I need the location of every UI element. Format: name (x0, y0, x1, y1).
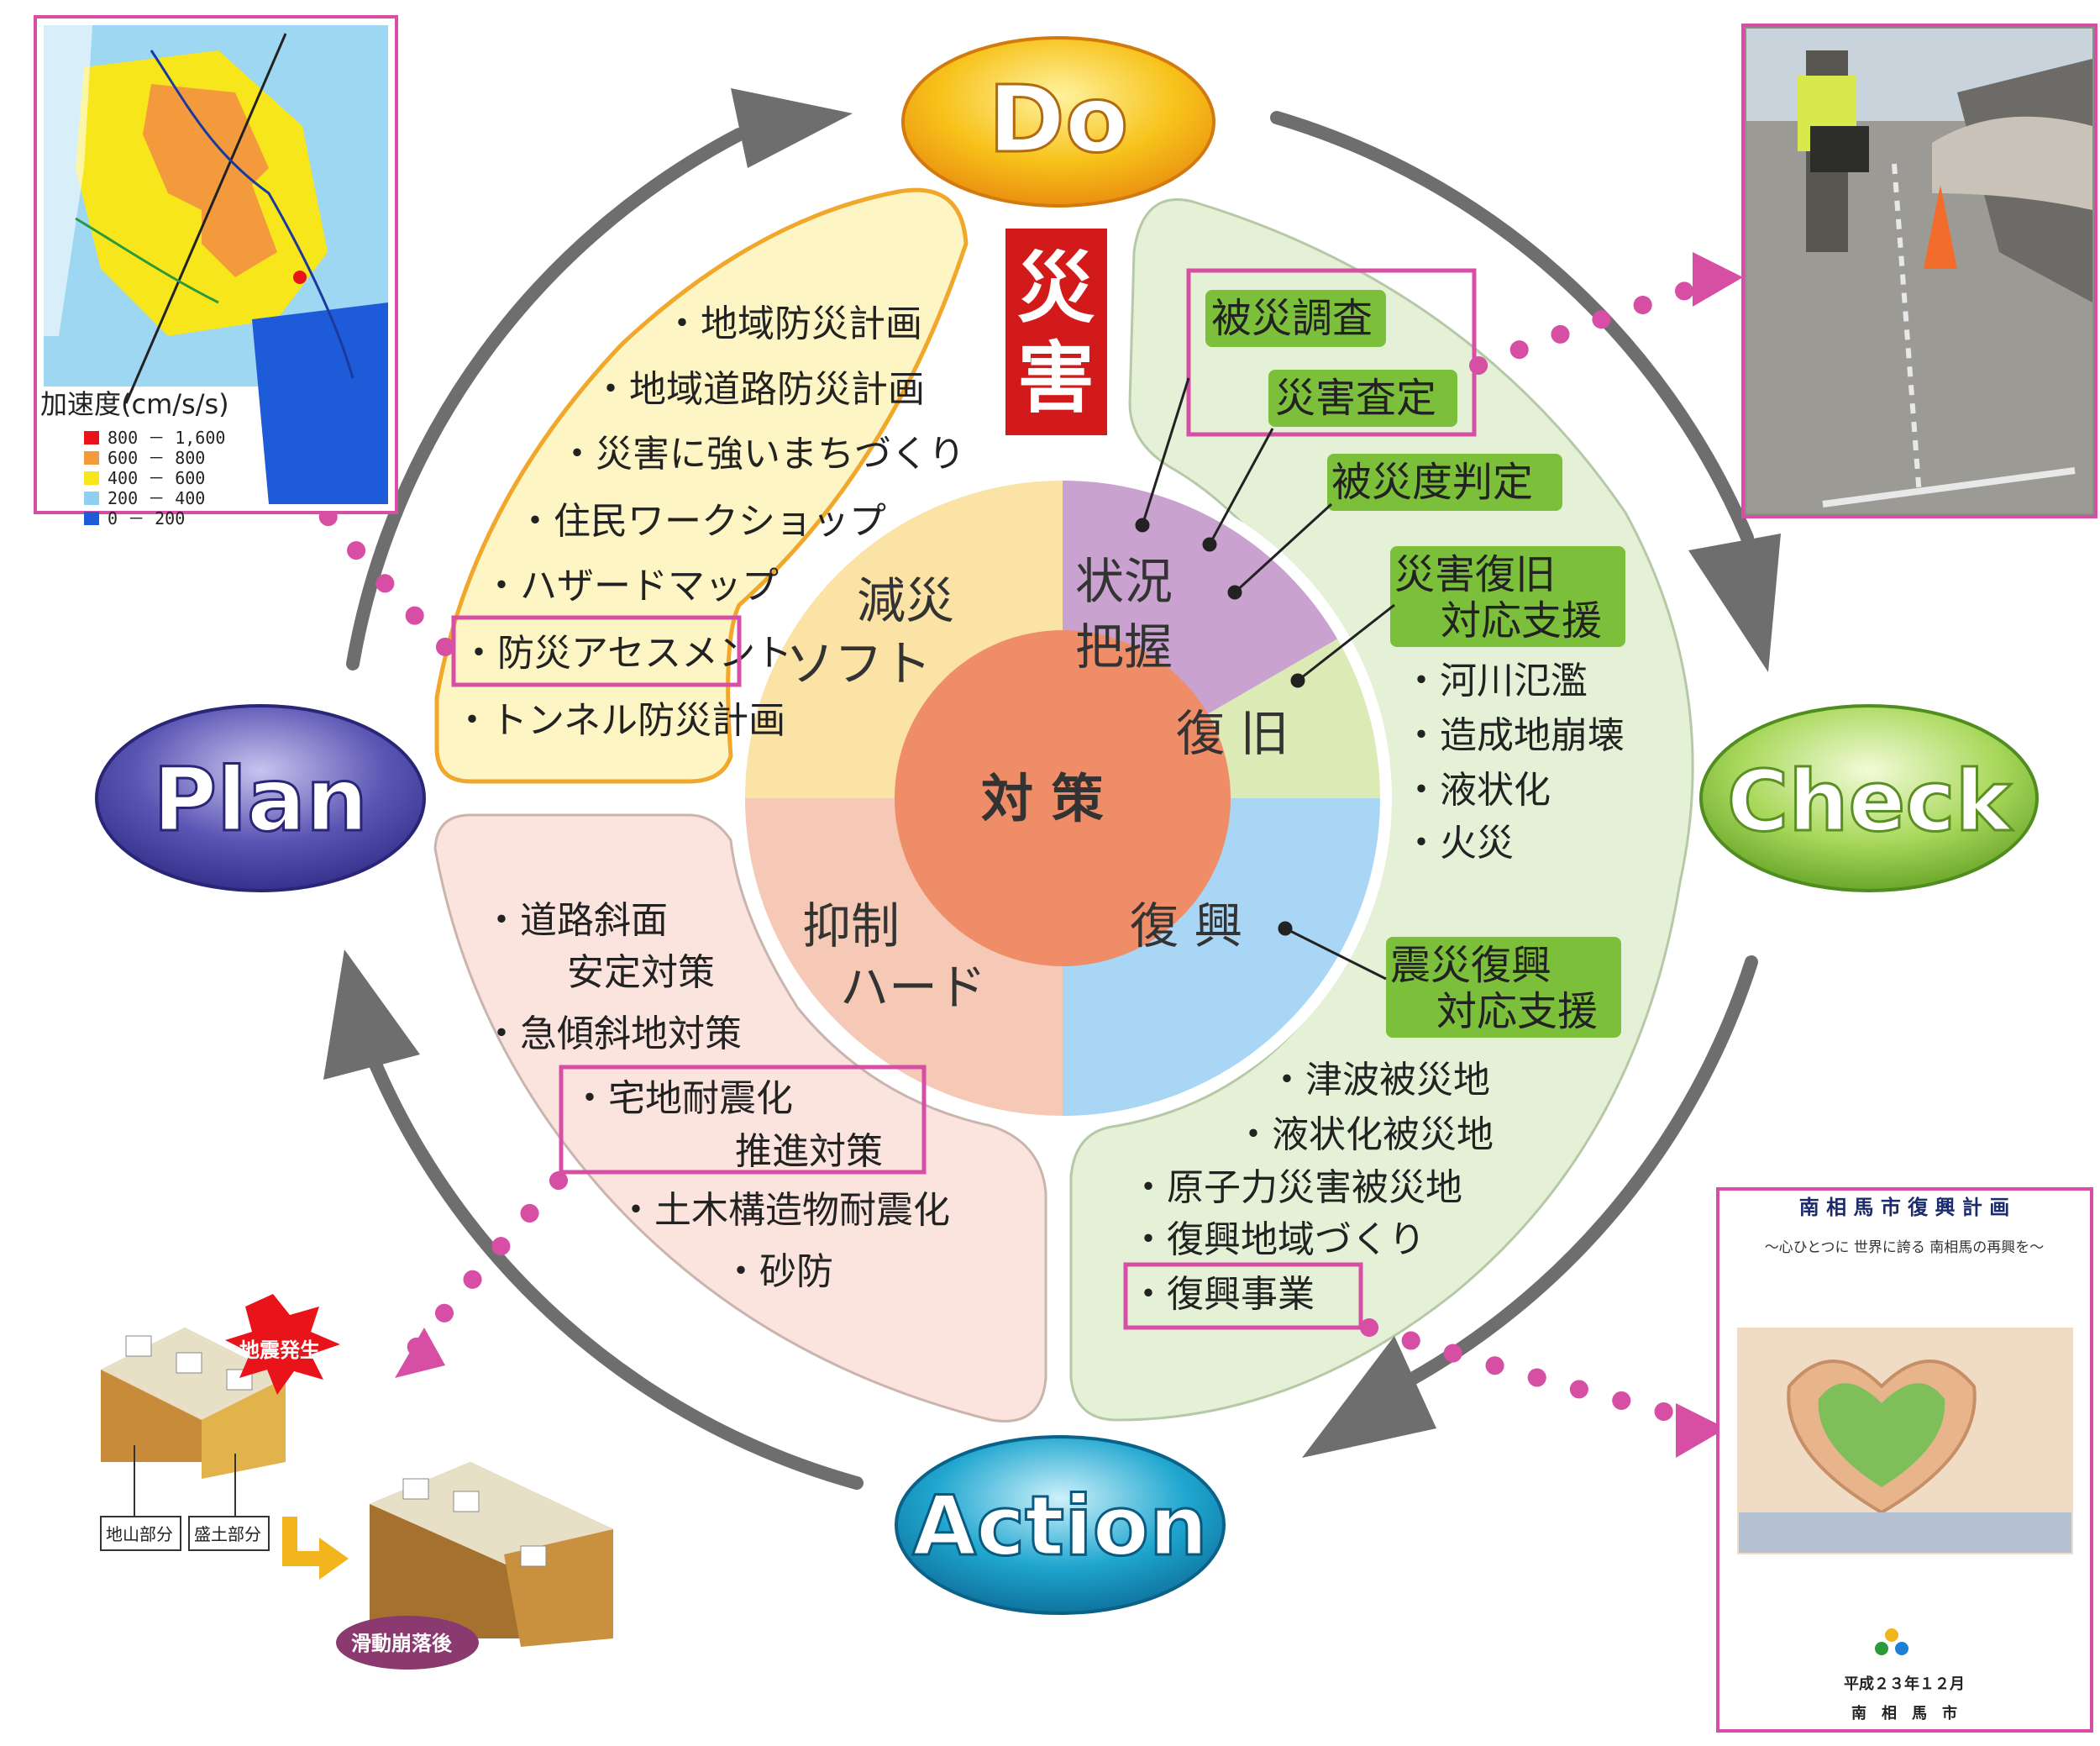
report-title: 南 相 馬 市 復 興 計 画 (1799, 1196, 2010, 1219)
city-logo (1885, 1628, 1898, 1642)
soft-label-2: ソフト (785, 635, 932, 692)
quake-burst (225, 1294, 340, 1395)
map-legend-title: 加速度(cm/s/s) (40, 388, 229, 420)
do-badge[interactable] (901, 36, 1215, 208)
tag-damage-judgement: 被災度判定 (1331, 459, 1533, 506)
quake-label: 地震発生 (239, 1338, 320, 1362)
report-author: 南 相 馬 市 (1851, 1704, 1957, 1722)
map-legend: 800 － 1,600 600 － 800 400 － 600 200 － 40… (84, 428, 225, 529)
check-label: Check (1727, 752, 2013, 850)
hard-item: 安定対策 (567, 951, 715, 994)
hard-item: ・急傾斜地対策 (483, 1012, 742, 1055)
tag-restore-support-1: 災害復旧 (1394, 551, 1556, 598)
tag-recovery-support-2: 対応支援 (1436, 988, 1598, 1035)
dotted-link-arrows (289, 272, 1723, 1429)
pdca-arrowheads (323, 88, 1781, 1458)
soft-item: ・住民ワークショップ (517, 500, 886, 543)
situation-label-1: 状況 (1075, 553, 1173, 610)
legend-item: 0 － 200 (108, 508, 185, 529)
survey-photo (1741, 24, 2097, 518)
legend-item: 600 － 800 (108, 448, 205, 468)
legend-item: 200 － 400 (108, 488, 205, 508)
highlight-recovery-project (1123, 1262, 1363, 1330)
tag-assessment: 災害査定 (1275, 375, 1436, 422)
restore-item: ・液状化 (1403, 769, 1551, 812)
report-subtitle: ～心ひとつに 世界に誇る 南相馬の再興を～ (1765, 1239, 2045, 1256)
recovery-list: ・津波被災地 ・液状化被災地 ・原子力災害被災地 ・復興地域づくり ・復興事業 (1130, 1059, 1494, 1316)
soft-item: ・地域道路防災計画 (592, 368, 925, 411)
restore-item: ・造成地崩壊 (1403, 714, 1625, 757)
hard-item: ・砂防 (722, 1250, 833, 1293)
do-label: Do (989, 66, 1129, 173)
hard-label-2: ハード (840, 959, 986, 1016)
hard-panel (433, 813, 1047, 1423)
action-badge[interactable] (895, 1435, 1226, 1615)
recovery-label: 復 興 (1130, 897, 1242, 955)
hard-item: ・宅地耐震化 (571, 1077, 793, 1120)
hard-label-1: 抑制 (802, 897, 900, 955)
situation-label-2: 把握 (1075, 618, 1173, 676)
hard-list: ・道路斜面 安定対策 ・急傾斜地対策 ・宅地耐震化 推進対策 ・土木構造物耐震化… (483, 899, 950, 1293)
disaster-char-1: 災 (1017, 244, 1095, 334)
ground-fill-label: 盛土部分 (194, 1524, 261, 1544)
soft-item: ・防災アセスメント (460, 632, 792, 675)
disaster-char-2: 害 (1017, 334, 1095, 423)
recovery-item: ・津波被災地 (1268, 1059, 1490, 1102)
seismic-map: 加速度(cm/s/s) 800 － 1,600 600 － 800 400 － … (34, 15, 398, 529)
report-date: 平成２３年１２月 (1844, 1675, 1965, 1693)
connector-lines (1135, 377, 1395, 981)
recovery-item: ・原子力災害被災地 (1130, 1166, 1462, 1209)
legend-item: 800 － 1,600 (108, 428, 225, 448)
soft-item: ・ハザードマップ (483, 565, 779, 607)
soft-item: ・トンネル防災計画 (454, 699, 785, 742)
plan-label: Plan (153, 749, 368, 851)
plan-badge[interactable] (95, 704, 426, 892)
ground-cut-label: 地山部分 (106, 1524, 173, 1544)
recovery-item: ・復興地域づくり (1130, 1218, 1425, 1261)
check-badge[interactable] (1699, 704, 2039, 892)
recovery-plan-cover: 南 相 馬 市 復 興 計 画 ～心ひとつに 世界に誇る 南相馬の再興を～ 平成… (1716, 1187, 2093, 1733)
highlight-survey (1186, 268, 1477, 437)
hard-item: 推進対策 (735, 1130, 883, 1173)
action-label: Action (912, 1479, 1207, 1575)
restore-list: ・河川氾濫 ・造成地崩壊 ・液状化 ・火災 (1403, 660, 1625, 865)
highlight-assessment (451, 615, 742, 687)
center-circle (895, 630, 1231, 966)
green-tags: 被災調査 災害査定 被災度判定 災害復旧 対応支援 震災復興 対応支援 (1205, 290, 1625, 1038)
landslide-illustration: 地震発生 地山部分 盛土部分 滑動崩落後 (100, 1294, 613, 1670)
recovery-item: ・液状化被災地 (1235, 1113, 1494, 1156)
tag-recovery-support-1: 震災復興 (1390, 942, 1551, 989)
restore-item: ・火災 (1403, 822, 1514, 865)
disaster-box (1002, 225, 1110, 439)
soft-panel (434, 187, 969, 784)
restore-label: 復 旧 (1176, 705, 1289, 762)
after-slide-label: 滑動崩落後 (351, 1632, 453, 1655)
restore-item: ・河川氾濫 (1403, 660, 1588, 702)
pdca-cycle-arrows (346, 111, 1758, 1490)
tag-survey: 被災調査 (1211, 295, 1373, 342)
soft-label-1: 減災 (857, 572, 954, 629)
soft-measure-list: ・地域防災計画 ・地域道路防災計画 ・災害に強いまちづくり ・住民ワークショップ… (454, 302, 965, 742)
soft-item: ・災害に強いまちづくり (559, 433, 965, 476)
core-circle (733, 469, 1392, 1128)
hard-item: ・道路斜面 (483, 899, 668, 942)
legend-item: 400 － 600 (108, 468, 205, 488)
recovery-item: ・復興事業 (1130, 1273, 1315, 1316)
tag-restore-support-2: 対応支援 (1441, 597, 1602, 644)
center-label: 対 策 (981, 768, 1104, 829)
soft-item: ・地域防災計画 (664, 302, 922, 345)
hard-item: ・土木構造物耐震化 (617, 1189, 950, 1232)
highlight-house-quake (559, 1065, 927, 1175)
